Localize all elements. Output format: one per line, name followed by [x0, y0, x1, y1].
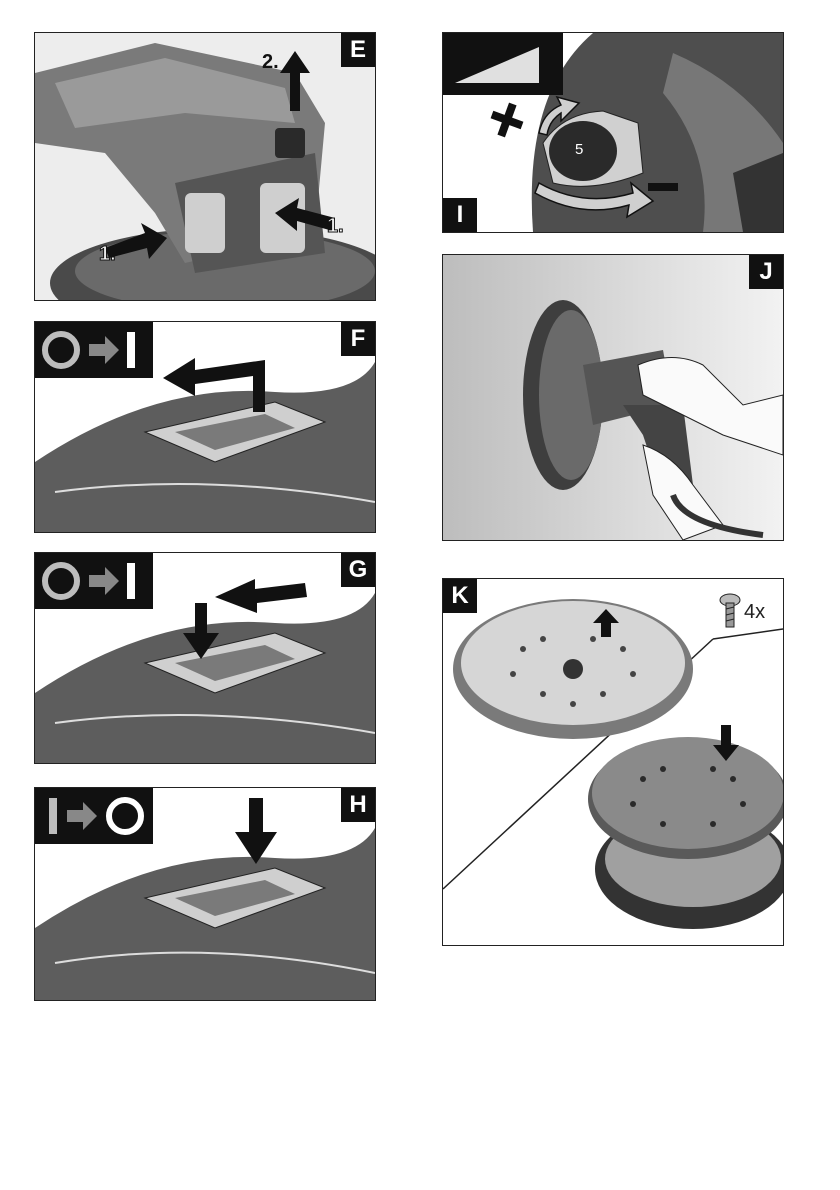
- right-arrow-icon: [67, 802, 97, 830]
- power-on-icon: [127, 563, 135, 599]
- right-arrow-icon: [89, 567, 119, 595]
- dial-value: 5: [575, 141, 583, 158]
- panel-letter-i: I: [443, 198, 477, 232]
- pad-replacement-illustration: [443, 579, 783, 945]
- minus-icon: [648, 183, 678, 191]
- on-off-indicator: [35, 553, 153, 609]
- panel-letter-h: H: [341, 788, 375, 822]
- on-off-indicator: [35, 322, 153, 378]
- figure-panel-h: H: [34, 787, 376, 1001]
- wall-sanding-illustration: [443, 255, 783, 540]
- step-label-1-right: 1.: [327, 215, 344, 238]
- screw-icon: [719, 593, 741, 629]
- power-on-icon: [127, 332, 135, 368]
- power-off-icon: [109, 800, 141, 832]
- figure-panel-j: J: [442, 254, 784, 541]
- speed-wedge-indicator: [443, 33, 563, 95]
- step-label-1-left: 1.: [99, 243, 116, 266]
- panel-letter-f: F: [341, 322, 375, 356]
- left-arrow-icon: [215, 579, 307, 613]
- figure-panel-g: G: [34, 552, 376, 764]
- power-off-icon: [45, 334, 77, 366]
- step-label-2: 2.: [262, 51, 279, 74]
- panel-letter-e: E: [341, 33, 375, 67]
- off-indicator: [35, 788, 153, 844]
- figure-panel-e: E 2. 1. 1.: [34, 32, 376, 301]
- speed-wedge-icon: [455, 47, 539, 83]
- down-arrow-icon: [235, 798, 277, 864]
- right-arrow-icon: [89, 336, 119, 364]
- sander-grip-illustration: [35, 33, 375, 300]
- power-off-icon: [45, 565, 77, 597]
- screw-quantity: 4x: [744, 601, 765, 624]
- power-on-icon: [49, 798, 57, 834]
- panel-letter-g: G: [341, 553, 375, 587]
- figure-panel-f: F: [34, 321, 376, 533]
- panel-letter-j: J: [749, 255, 783, 289]
- panel-letter-k: K: [443, 579, 477, 613]
- figure-panel-k: K 4x: [442, 578, 784, 946]
- figure-panel-i: 5 I: [442, 32, 784, 233]
